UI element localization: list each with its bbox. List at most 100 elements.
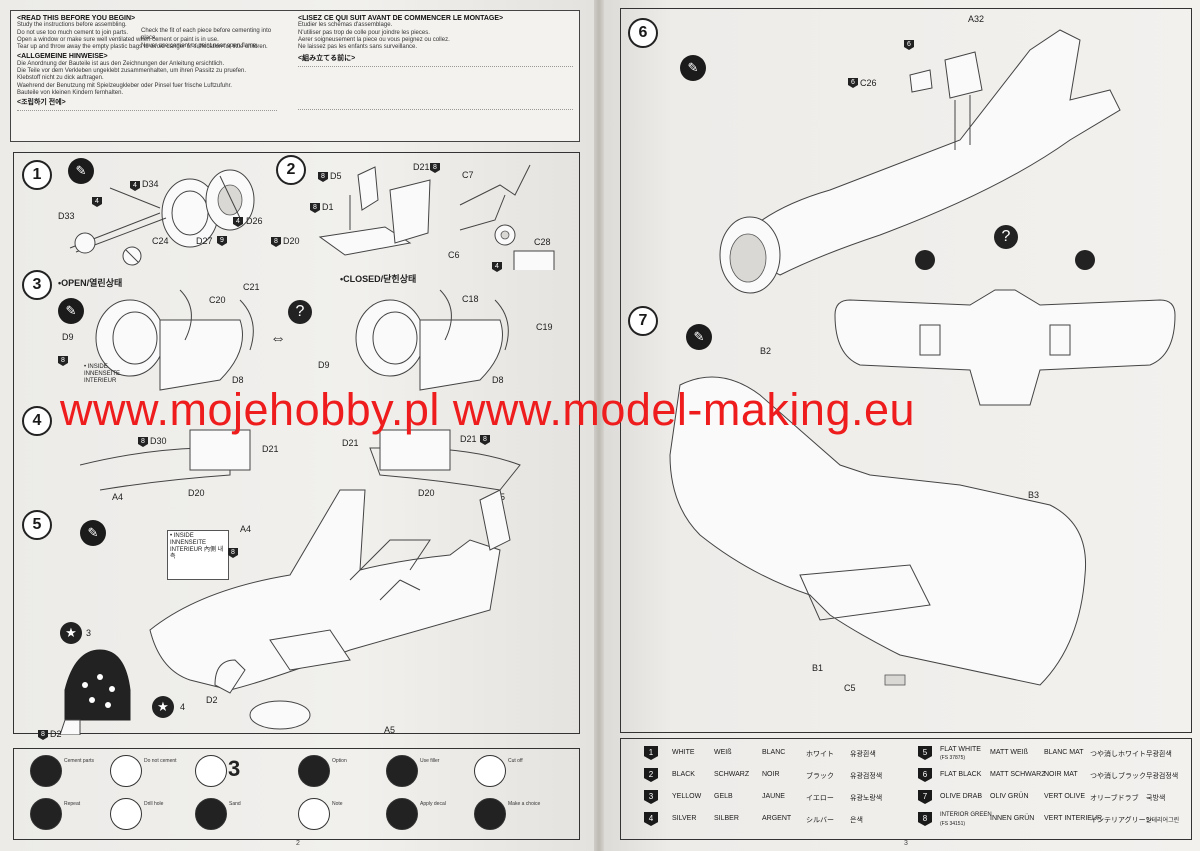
decal-star-icon: ★ [60, 622, 82, 644]
step-number-2: 2 [276, 155, 306, 185]
part-label: D21 [342, 438, 359, 448]
icon-label: Do not cement [144, 758, 177, 764]
intro-fr-line: Ne laissez pas les enfants sans surveill… [298, 44, 418, 51]
part-label: C20 [209, 295, 226, 305]
note-icon [386, 798, 418, 830]
color-de: SILBER [714, 815, 739, 822]
intro-text-box: <READ THIS BEFORE YOU BEGIN> Study the i… [10, 10, 580, 142]
color-de: WEIß [714, 749, 732, 756]
icon-label: Apply decal [420, 801, 446, 807]
intro-jp-title: <組み立てる前に> [298, 55, 356, 63]
color-fr: NOIR MAT [1044, 771, 1078, 778]
page-number-left: 2 [296, 840, 300, 847]
color-number: 3 [644, 790, 658, 804]
part-label: C26 [860, 78, 877, 88]
intro-ko-lines [17, 109, 277, 125]
part-label: D20 [188, 488, 205, 498]
color-fs: (FS 37875) [940, 755, 966, 761]
intro-en-line: Study the instructions before assembling… [17, 22, 127, 29]
decal-number-sample: 3 [228, 756, 241, 781]
part-label: B1 [812, 663, 824, 673]
decal-number: 3 [86, 628, 92, 638]
steps-frame-left [13, 152, 580, 734]
color-de: INNEN GRÜN [990, 815, 1035, 822]
part-label: D33 [58, 211, 75, 221]
book-spine [594, 0, 604, 851]
part-label: D8 [492, 375, 504, 385]
symbol-legend [13, 748, 580, 840]
color-ko: 유광검정색 [850, 773, 883, 780]
cement-icon: ✎ [680, 55, 706, 81]
sand-icon [298, 798, 330, 830]
color-fr: ARGENT [762, 815, 792, 822]
part-label: D9 [62, 332, 74, 342]
part-d2-shape [214, 659, 246, 694]
color-en: SILVER [672, 815, 697, 822]
drill-hole-icon [195, 798, 227, 830]
do-not-cement-icon [110, 755, 142, 787]
intro-de-line: Die Anordnung der Bauteile ist aus den Z… [17, 60, 225, 67]
decal-number: 4 [180, 702, 186, 712]
intro-de-line: Bauteile von kleinen Kindern fernhalten. [17, 89, 124, 96]
inside-callout: • INSIDE INNENSEITE INTERIEUR 內側 내측 [167, 530, 229, 580]
color-en: YELLOW [672, 793, 702, 800]
intro-column-right: <LISEZ CE QUI SUIT AVANT DE COMMENCER LE… [298, 15, 573, 124]
color-ko: 유광흰색 [850, 751, 876, 758]
icon-label: Repeat [64, 801, 81, 807]
icon-label: Sand [229, 801, 241, 807]
cut-off-icon [30, 798, 62, 830]
part-label: C18 [462, 294, 479, 304]
color-de: SCHWARZ [714, 771, 750, 778]
closed-label: •CLOSED/닫힌상태 [340, 274, 417, 284]
part-label: D20 [283, 236, 300, 246]
color-de: MATT WEIß [990, 749, 1028, 756]
color-jp: オリーブドラブ [1090, 795, 1139, 802]
choice-icon: ? [288, 300, 312, 324]
intro-de-title: <ALLGEMEINE HINWEISE> [17, 53, 108, 61]
color-en: OLIVE DRAB [940, 793, 983, 800]
intro-en-line: Do not use too much cement to join parts… [17, 29, 129, 36]
color-number: 6 [918, 768, 932, 782]
intro-de-line: Die Teile vor dem Verkleben ungeklebt zu… [17, 68, 247, 75]
intro-fr-line: Aerer soigneusement la piece ou vous pei… [298, 36, 450, 43]
part-label: D26 [246, 216, 263, 226]
color-ko: 인테리어그린 [1146, 818, 1180, 824]
icon-label: Cement parts [64, 758, 95, 764]
make-choice-icon [474, 798, 506, 830]
intro-en-line: Never use cement or paint near open flam… [141, 42, 259, 49]
part-label: A4 [112, 492, 124, 502]
step-number-7: 7 [628, 306, 658, 336]
cement-icon: ✎ [58, 298, 84, 324]
color-legend [620, 738, 1192, 840]
icon-label: Cut off [508, 758, 523, 764]
intro-fr-line: Etudier les schemas d'assemblage. [298, 22, 393, 29]
swap-arrow-icon: ⇔ [270, 330, 286, 347]
part-label: D21 [460, 434, 477, 444]
color-jp: ホワイト [806, 751, 834, 758]
repeat-icon [110, 798, 142, 830]
part-label: D21 [413, 162, 430, 172]
intro-ko-lines-right [298, 108, 573, 124]
intro-de-line: Waehrend der Benutzung mit Spielzeugkleb… [17, 82, 232, 89]
color-number: 4 [644, 812, 658, 826]
color-jp: シルバー [806, 817, 834, 824]
icon-label: Drill hole [144, 801, 164, 807]
color-number: 2 [644, 768, 658, 782]
intro-fr-line: N'utiliser pas trop de colle pour joindr… [298, 29, 430, 36]
icon-label: Use filler [420, 758, 440, 764]
icon-label: Option [332, 758, 347, 764]
intro-column-left: <READ THIS BEFORE YOU BEGIN> Study the i… [17, 15, 287, 125]
color-en: FLAT WHITE [940, 746, 981, 753]
watermark-text: www.mojehobby.pl www.model-making.eu [60, 384, 916, 435]
part-label: C28 [534, 237, 551, 247]
step5-fuselage-assembly-diagram [149, 489, 511, 730]
color-number: 8 [918, 812, 932, 826]
part-label: C7 [462, 170, 474, 180]
color-jp: ブラック [806, 773, 834, 780]
step3-cowling-diagram [95, 289, 509, 391]
step-number-3: 3 [22, 270, 52, 300]
step1-engine-diagram [69, 169, 255, 266]
color-number: 1 [644, 746, 658, 760]
part-label: D2 [50, 729, 62, 739]
part-label: D30 [150, 436, 167, 446]
